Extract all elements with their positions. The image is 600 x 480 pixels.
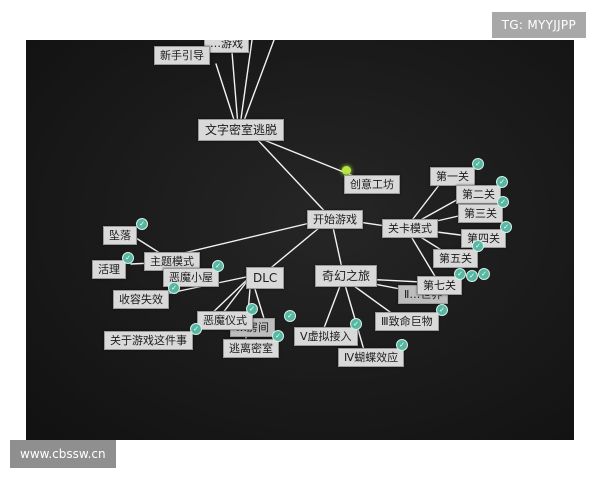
- creative-pin-icon: [342, 166, 351, 175]
- level2-complete-check-icon: ✓: [496, 176, 508, 188]
- node-level-mode[interactable]: 关卡模式: [382, 219, 438, 238]
- game-screen: …游戏 新手引导 文字密室逃脱 创意工坊 开始游戏 关卡模式 第一关 ✓ 第二关…: [26, 40, 574, 440]
- node-level2[interactable]: 第二关: [456, 185, 501, 204]
- node-butterfly[interactable]: Ⅳ蝴蝶效应: [338, 348, 405, 367]
- node-about[interactable]: 关于游戏这件事: [104, 331, 193, 350]
- node-escape[interactable]: 文字密室逃脱: [198, 119, 285, 141]
- level8-complete-check-icon: ✓: [478, 268, 490, 280]
- devil-ritual-complete-check-icon: ✓: [246, 303, 258, 315]
- watermark-top-right: TG: MYYJJPP: [491, 12, 586, 38]
- node-dlc[interactable]: DLC: [246, 267, 285, 289]
- escape-room-complete-check-icon: ✓: [272, 330, 284, 342]
- butterfly-complete-check-icon: ✓: [396, 339, 408, 351]
- devil-house-complete-check-icon: ✓: [212, 260, 224, 272]
- node-devil-ritual[interactable]: 恶魔仪式: [197, 311, 253, 330]
- collect-fail-complete-check-icon: ✓: [168, 282, 180, 294]
- node-start[interactable]: 开始游戏: [307, 210, 363, 229]
- level6-complete-check-icon: ✓: [454, 268, 466, 280]
- node-creative[interactable]: 创意工坊: [344, 175, 400, 194]
- node-collect-fail[interactable]: 收容失效: [113, 290, 169, 309]
- node-level3[interactable]: 第三关: [458, 204, 503, 223]
- node-fantasy[interactable]: 奇幻之旅: [315, 265, 378, 287]
- room-complete-check-icon: ✓: [284, 310, 296, 322]
- node-escape-room[interactable]: 逃离密室: [223, 339, 279, 358]
- node-level7[interactable]: 第七关: [417, 276, 462, 295]
- node-level1[interactable]: 第一关: [430, 167, 475, 186]
- fall-complete-check-icon: ✓: [136, 218, 148, 230]
- node-fatal[interactable]: Ⅲ致命巨物: [375, 312, 439, 331]
- level3-complete-check-icon: ✓: [497, 196, 509, 208]
- node-partial-top[interactable]: …游戏: [204, 40, 249, 53]
- node-fall[interactable]: 坠落: [103, 226, 137, 245]
- node-tutorial[interactable]: 新手引导: [154, 46, 210, 65]
- watermark-bottom-left: www.cbssw.cn: [10, 440, 116, 468]
- level4-complete-check-icon: ✓: [500, 221, 512, 233]
- level7-complete-check-icon: ✓: [466, 270, 478, 282]
- node-survive[interactable]: 活理: [92, 260, 126, 279]
- node-level5[interactable]: 第五关: [433, 249, 478, 268]
- virtual-complete-check-icon: ✓: [350, 318, 362, 330]
- node-virtual[interactable]: Ⅴ虚拟接入: [294, 327, 358, 346]
- about-complete-check-icon: ✓: [190, 323, 202, 335]
- survive-complete-check-icon: ✓: [122, 252, 134, 264]
- level5-complete-check-icon: ✓: [472, 240, 484, 252]
- level1-complete-check-icon: ✓: [472, 158, 484, 170]
- fatal-complete-check-icon: ✓: [436, 304, 448, 316]
